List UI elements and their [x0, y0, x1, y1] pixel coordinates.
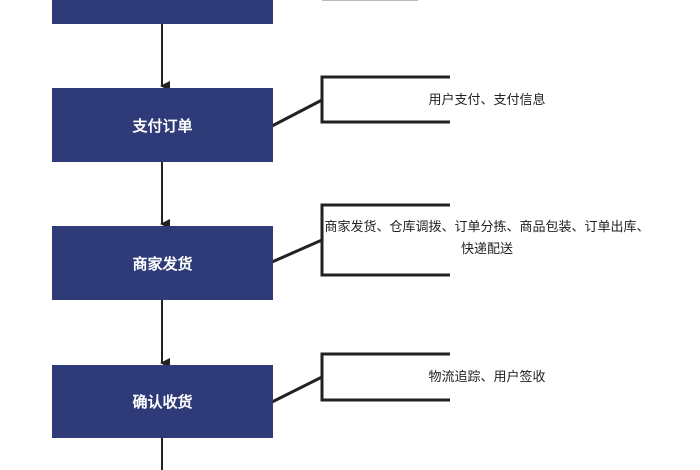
bracket-4 [271, 352, 450, 404]
step-label: 确认收货 [132, 393, 193, 411]
step-box-1 [52, 0, 273, 24]
step-box-ship: 商家发货 [52, 226, 273, 300]
bracket-3 [271, 203, 450, 277]
bracket-2 [271, 75, 450, 128]
step-label: 支付订单 [132, 116, 193, 135]
step-box-confirm: 确认收货 [52, 365, 273, 438]
step-box-pay-order: 支付订单 [52, 88, 273, 162]
step-label: 商家发货 [132, 254, 193, 273]
note-confirm: 物流追踪、用户签收 [428, 370, 546, 385]
note-ship: 商家发货、仓库调拨、订单分拣、商品包装、订单出库、快递配送 [324, 220, 650, 257]
note-pay: 用户支付、支付信息 [428, 93, 546, 108]
